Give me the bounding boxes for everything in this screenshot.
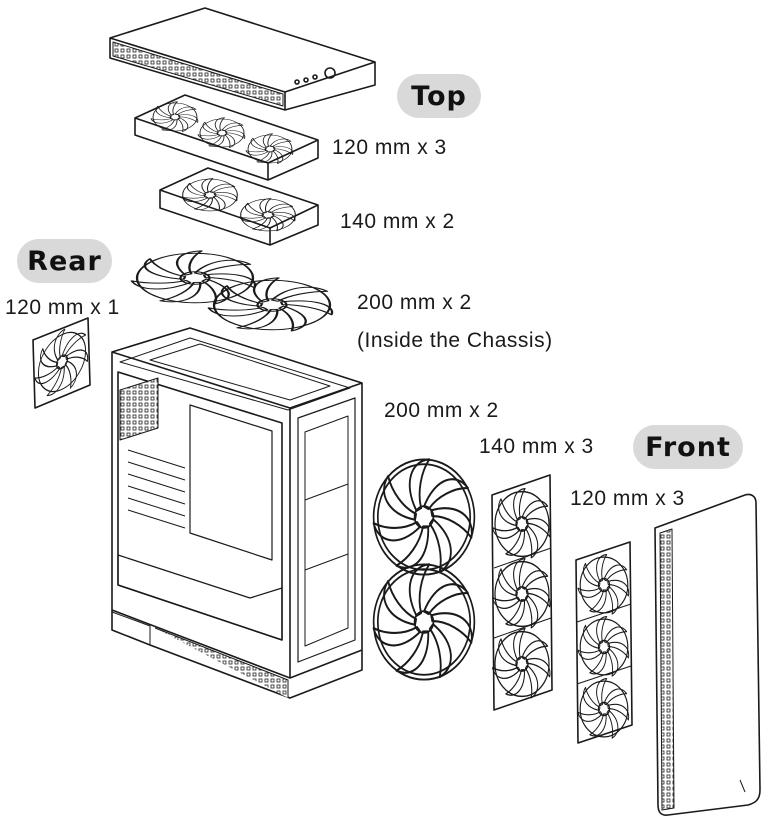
- top-fan-120-label: 120 mm x 3: [332, 136, 447, 159]
- top-fan-140-label: 140 mm x 2: [340, 210, 455, 233]
- front-fans-200: [369, 453, 479, 681]
- rear-fan-120: [32, 313, 92, 409]
- rear-fan-120-label: 120 mm x 1: [5, 296, 120, 319]
- front-fan-200-label: 200 mm x 2: [384, 399, 499, 422]
- top-fan-tray-140: [159, 167, 319, 246]
- front-panel: [654, 493, 761, 816]
- chassis: [111, 327, 363, 699]
- interior-fan-note: (Inside the Chassis): [357, 329, 553, 352]
- interior-fan-200-label: 200 mm x 2: [357, 291, 472, 314]
- front-badge: Front: [633, 425, 743, 469]
- front-fan-140-label: 140 mm x 3: [479, 435, 594, 458]
- top-fan-tray-120: [134, 94, 319, 181]
- interior-fans-200: [126, 247, 341, 333]
- top-panel: [109, 7, 376, 111]
- rear-badge: Rear: [17, 239, 112, 283]
- front-fan-120-label: 120 mm x 3: [570, 487, 685, 510]
- top-badge: Top: [397, 74, 481, 118]
- front-fans-120: [575, 541, 633, 744]
- front-fans-140: [490, 474, 554, 711]
